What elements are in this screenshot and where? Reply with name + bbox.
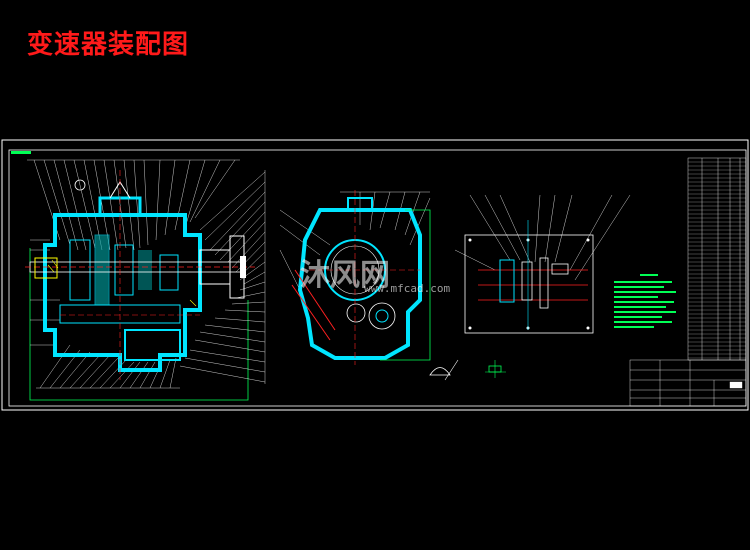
watermark-url: www.mfcad.com [364,282,451,295]
outer-frame [1,139,749,411]
corner-tag [11,151,31,154]
watermark-brand: 沐风网 [300,258,390,293]
drawing-title: 变速器装配图 [27,30,190,60]
technical-notes [614,274,676,328]
side-view [279,190,506,381]
title-block [629,359,747,407]
parts-list-rows [688,161,746,359]
main-section-view [25,159,266,401]
top-view [454,194,631,334]
parts-list-table [687,157,747,361]
